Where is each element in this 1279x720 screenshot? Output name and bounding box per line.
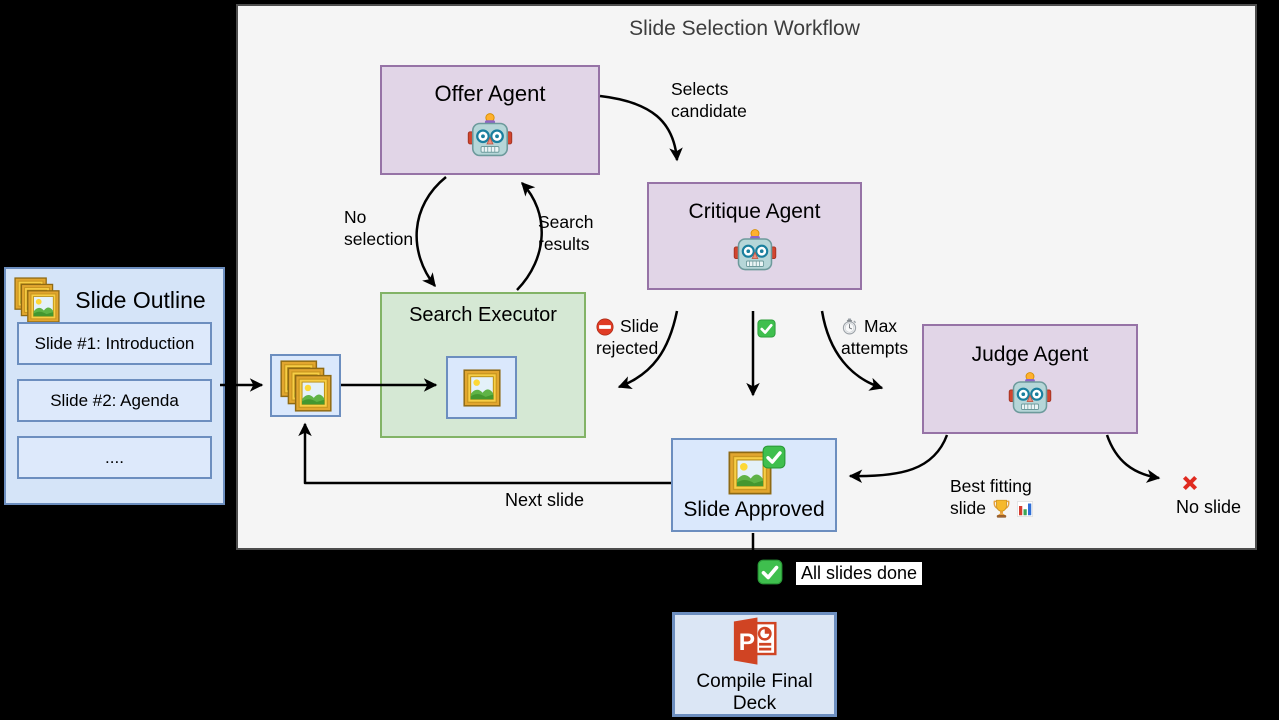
label-no-selection: No selection bbox=[344, 207, 414, 249]
label-next-slide: Next slide bbox=[505, 490, 585, 510]
node-slide-approved: Slide Approved bbox=[671, 438, 837, 532]
robot-icon bbox=[732, 228, 777, 271]
node-search-executor: Search Executor bbox=[380, 292, 586, 438]
cross-mark-icon bbox=[1180, 473, 1200, 493]
check-icon bbox=[757, 559, 783, 585]
node-offer-agent: Offer Agent bbox=[380, 65, 600, 175]
stopwatch-icon bbox=[842, 318, 857, 335]
slide-outline-group: Slide Outline Slide #1: Introduction Sli… bbox=[4, 267, 225, 505]
diagram-title: Slide Selection Workflow bbox=[629, 17, 860, 40]
label-best-fitting-slide: Best fitting slide bbox=[950, 476, 1033, 519]
node-critique-agent: Critique Agent bbox=[647, 182, 862, 290]
label-search-results: Search results bbox=[538, 212, 594, 254]
current-slide-stack-box bbox=[270, 354, 341, 417]
label-selects-candidate: Selects candidate bbox=[671, 79, 747, 121]
outline-item-1: Slide #1: Introduction bbox=[17, 322, 212, 365]
label-no-slide: No slide bbox=[1176, 497, 1242, 517]
powerpoint-icon bbox=[731, 615, 777, 666]
check-icon bbox=[757, 319, 776, 338]
stacked-slides-icon bbox=[14, 277, 60, 323]
slide-approved-label: Slide Approved bbox=[683, 498, 825, 522]
check-icon bbox=[762, 445, 786, 470]
robot-icon bbox=[467, 112, 513, 157]
robot-icon bbox=[1008, 371, 1052, 414]
outline-item-3: .... bbox=[17, 436, 212, 479]
critique-agent-label: Critique Agent bbox=[688, 199, 821, 223]
label-slide-rejected: Slide rejected bbox=[596, 316, 659, 358]
slide-outline-title: Slide Outline bbox=[75, 286, 206, 313]
candidate-slide-box bbox=[446, 356, 517, 419]
no-entry-icon bbox=[596, 318, 614, 336]
compile-final-deck-label: Compile Final Deck bbox=[696, 670, 813, 714]
judge-agent-label: Judge Agent bbox=[971, 342, 1089, 366]
bar-chart-icon bbox=[1017, 501, 1033, 517]
label-all-slides-done: All slides done bbox=[796, 562, 923, 585]
approved-slide-icon-group bbox=[724, 445, 786, 498]
framed-picture-icon bbox=[462, 368, 501, 407]
trophy-icon bbox=[993, 499, 1010, 519]
search-executor-label: Search Executor bbox=[409, 304, 557, 326]
slide-outline-header: Slide Outline bbox=[14, 277, 217, 323]
offer-agent-label: Offer Agent bbox=[434, 81, 546, 107]
node-compile-final-deck: Compile Final Deck bbox=[672, 612, 837, 717]
stacked-slides-icon bbox=[280, 360, 332, 412]
label-max-attempts: Max attempts bbox=[841, 316, 909, 358]
outline-item-2: Slide #2: Agenda bbox=[17, 379, 212, 422]
node-judge-agent: Judge Agent bbox=[922, 324, 1138, 434]
